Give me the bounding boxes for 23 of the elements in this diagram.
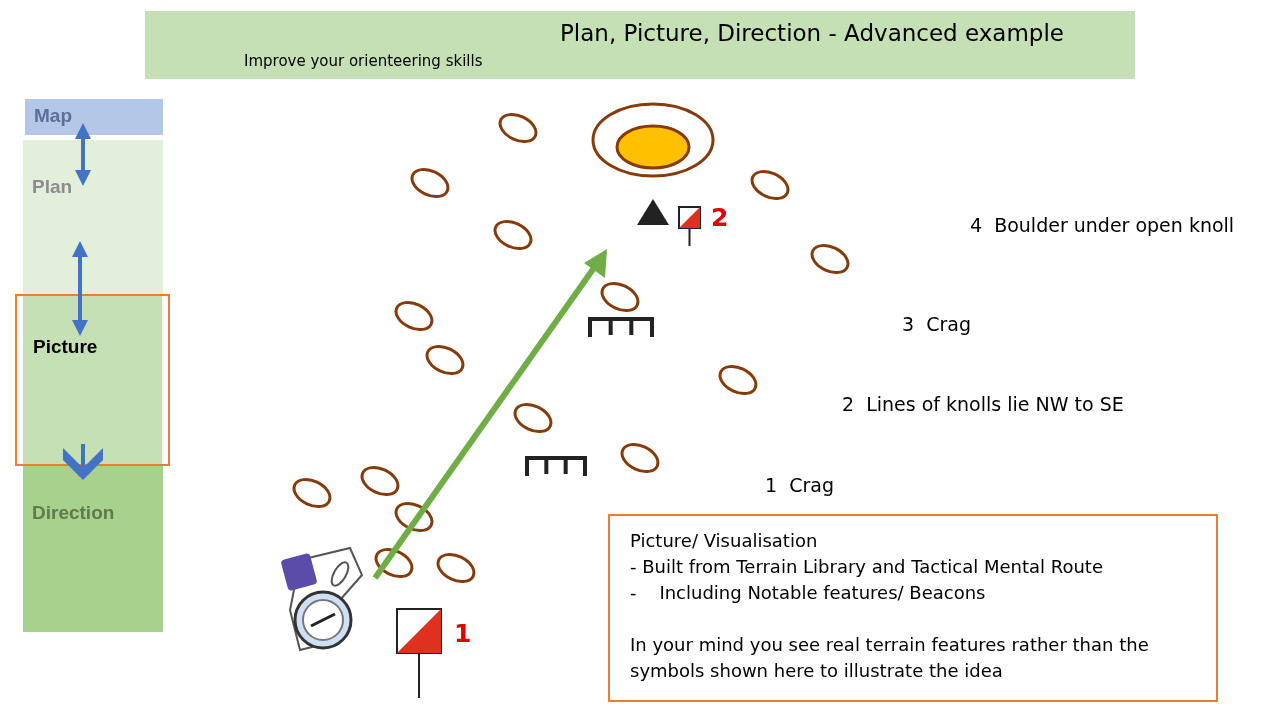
title: Plan, Picture, Direction - Advanced example xyxy=(560,20,1064,46)
control-number: 2 xyxy=(711,203,729,232)
stage-label: Picture xyxy=(33,336,98,358)
double-arrow xyxy=(75,123,91,186)
stage-box xyxy=(25,99,163,135)
control-number: 1 xyxy=(454,619,472,648)
stage-label: Map xyxy=(34,105,72,127)
note-text: - Including Notable features/ Beacons xyxy=(630,581,987,605)
clue-text: 1 Crag xyxy=(765,474,834,496)
note-text: Picture/ Visualisation xyxy=(630,529,819,553)
tagline: Improve your orienteering skills xyxy=(244,52,483,70)
note-text: - Built from Terrain Library and Tactical Mental Route xyxy=(630,555,1104,579)
note-box xyxy=(608,514,1218,702)
stage-box xyxy=(23,140,163,295)
clue-text: 2 Lines of knolls lie NW to SE xyxy=(842,393,1124,415)
stage-label: Direction xyxy=(32,502,115,524)
stage-label: Plan xyxy=(32,176,73,198)
stage-box xyxy=(23,466,163,632)
clue-text: 3 Crag xyxy=(902,313,971,335)
clue-text: 4 Boulder under open knoll xyxy=(970,214,1235,236)
double-arrow xyxy=(72,241,88,336)
note-text: In your mind you see real terrain features rather than the symbols shown here to illustrate the idea xyxy=(630,633,1150,683)
stage-box xyxy=(15,294,170,466)
